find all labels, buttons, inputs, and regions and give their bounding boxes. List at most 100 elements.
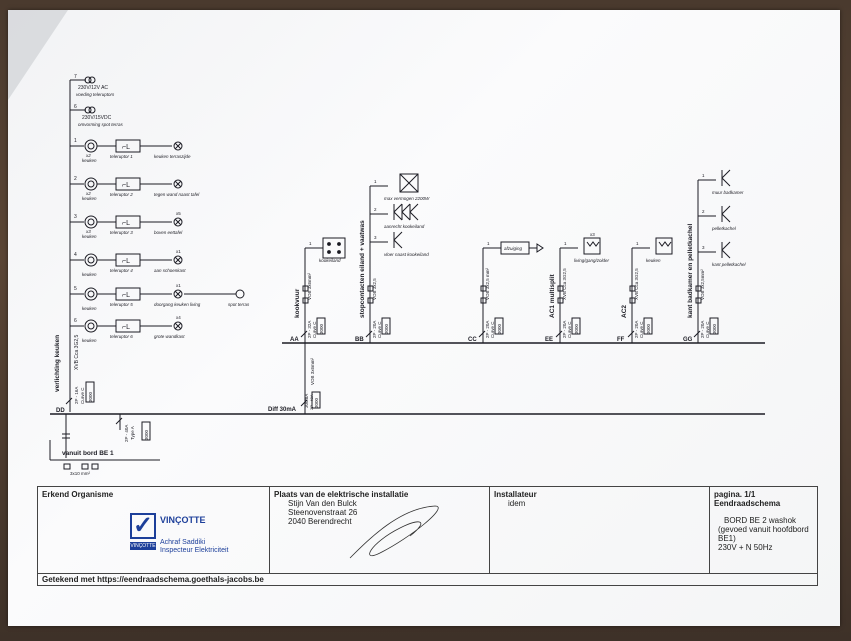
installer-header: Installateur <box>494 490 537 499</box>
item-num: 3 <box>374 235 377 240</box>
board-name: BORD BE 2 washok <box>724 516 797 525</box>
group-rating: 3000 <box>646 323 651 334</box>
relay-symbol: ⌐L <box>122 182 130 189</box>
installer-value: idem <box>508 499 526 508</box>
group-label: kookvuur <box>294 288 301 318</box>
item-num: 2 <box>374 207 377 212</box>
item-num: 2 <box>702 209 705 214</box>
left-panel-protection: DD verlichting keuken XVB Cca 3G2,5 2P -… <box>54 334 95 414</box>
circuit-num: 1 <box>74 138 77 144</box>
c7-sub: voeding teleruptors <box>76 92 115 97</box>
item-label: aanrecht kookeiland <box>384 224 425 229</box>
supply-from-be1: vanuit bord BE 1 3x10 mm² 2P - 40A Type … <box>49 414 160 476</box>
checkmark-icon: ✓ <box>130 513 156 539</box>
inspector-role: Inspecteur Elektriciteit <box>160 547 229 554</box>
item-label: max vermogen 2200W <box>384 196 430 201</box>
circuit-num: 3 <box>74 214 77 220</box>
group-cable: VOB 3x2,5 mm² <box>485 267 490 300</box>
diff-label: Diff 30mA <box>268 407 297 413</box>
logo-brand: VINÇOTTE <box>160 515 206 525</box>
group-id: BB <box>355 337 364 343</box>
item-label: pelletkachel <box>711 226 737 231</box>
group-curve: Curve C <box>490 321 495 338</box>
multiplier: x2 <box>85 153 91 158</box>
svg-text:6: 6 <box>74 104 77 110</box>
group-cable: VOB 3x6mm² <box>307 272 312 300</box>
group-label: kant badkamer en pelletkachel <box>687 224 694 318</box>
multiplier: x3 <box>85 229 91 234</box>
group-label: AC2 <box>621 305 628 318</box>
item-label: muur badkamer <box>712 190 744 195</box>
paper-fold <box>8 10 68 100</box>
group-protection: 2P - 20A <box>562 321 567 338</box>
group-curve: Curve C <box>639 321 644 338</box>
room-label: keuken <box>82 272 97 277</box>
svg-text:3000: 3000 <box>88 391 93 402</box>
svg-text:2P - 40A: 2P - 40A <box>124 425 129 442</box>
destination-label: grote wandkast <box>154 334 185 339</box>
group-id: FF <box>617 337 625 343</box>
group-rating: 3000 <box>574 323 579 334</box>
item-label: kant pelletkachel <box>712 262 747 267</box>
relay-symbol: ⌐L <box>122 220 130 227</box>
group-cable: XVB Cca 3G2,5 <box>634 268 639 300</box>
item-label: kookeiland <box>319 258 341 263</box>
group-item: 3 kant pelletkachel <box>698 241 747 267</box>
svg-text:VOB 3x6mm²: VOB 3x6mm² <box>310 357 315 385</box>
destination-label: doorgang keuken living <box>154 302 201 307</box>
group-protection: 2P - 20A <box>700 321 705 338</box>
supply-label: vanuit bord BE 1 <box>62 450 114 457</box>
group-curve: Curve C <box>705 321 710 338</box>
item-label: afzuiging <box>504 246 523 251</box>
group-protection: 2P - 32A <box>307 321 312 338</box>
address-line: 2040 Berendrecht <box>288 517 352 526</box>
item-label: vloer naast kookeiland <box>384 252 429 257</box>
group-rating: 3000 <box>319 323 324 334</box>
vincotte-logo: ✓ VINÇOTTE VINÇOTTE Achraf Saddiki Inspe… <box>130 513 250 559</box>
footer-credit: Getekend met https://eendraadschema.goet… <box>38 573 817 586</box>
teleruptor-label: teleruptor 2 <box>110 192 133 197</box>
supply-cable: 3x10 mm² <box>70 471 91 476</box>
certifier-column: Erkend Organisme ✓ VINÇOTTE VINÇOTTE Ach… <box>38 487 270 573</box>
group-protection: 2P - 20A <box>485 321 490 338</box>
group-id: CC <box>468 337 477 343</box>
circuit-num: 5 <box>74 286 77 292</box>
lamp-count: x1 <box>176 249 181 254</box>
group-curve: Curve C <box>377 321 382 338</box>
room-label: keuken <box>82 338 97 343</box>
installer-column: Installateur idem <box>490 487 710 573</box>
circuit-num: 2 <box>74 176 77 182</box>
circuit-num: 6 <box>74 318 77 324</box>
group-id: GG <box>683 337 693 343</box>
lamp-count: x5 <box>176 211 181 216</box>
teleruptor-label: teleruptor 6 <box>110 334 133 339</box>
board-supply: (gevoed vanuit hoofdbord BE1) <box>718 525 809 543</box>
item-num: 1 <box>374 179 377 184</box>
item-count: x3 <box>590 232 595 237</box>
group-protection: 2P - 20A <box>634 321 639 338</box>
c6-sub: omvorming spot terras <box>78 122 124 127</box>
address-line: Stijn Van den Bulck <box>288 499 357 508</box>
destination-label: aan schoenkast <box>154 268 186 273</box>
signature <box>349 505 439 559</box>
c7-top: 230V/12V AC <box>78 85 108 91</box>
circuit-num: 4 <box>74 252 77 258</box>
svg-text:2P - 16A: 2P - 16A <box>74 387 79 404</box>
teleruptor-label: teleruptor 1 <box>110 154 133 159</box>
group-label: stopcontacten eiland + vaatwas <box>359 220 366 318</box>
relay-symbol: ⌐L <box>122 292 130 299</box>
group-cable: XVB Cca 3G2,5 <box>562 268 567 300</box>
teleruptor-label: teleruptor 5 <box>110 302 133 307</box>
item-num: 3 <box>702 245 705 250</box>
multiplier: x2 <box>85 191 91 196</box>
c6-top: 230V/15VDC <box>82 115 112 121</box>
